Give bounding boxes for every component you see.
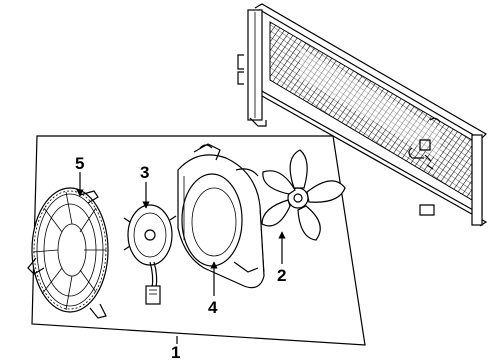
condenser xyxy=(237,3,488,227)
callout-5: 5 xyxy=(75,154,84,173)
leader-lines xyxy=(76,172,286,344)
fan-blade xyxy=(261,149,346,241)
callout-1: 1 xyxy=(171,343,180,360)
callout-2: 2 xyxy=(277,266,286,285)
fan-guard xyxy=(27,187,109,319)
fan-motor xyxy=(123,204,177,305)
callout-3: 3 xyxy=(140,163,149,182)
callout-4: 4 xyxy=(208,298,218,317)
fan-shroud xyxy=(177,143,265,289)
